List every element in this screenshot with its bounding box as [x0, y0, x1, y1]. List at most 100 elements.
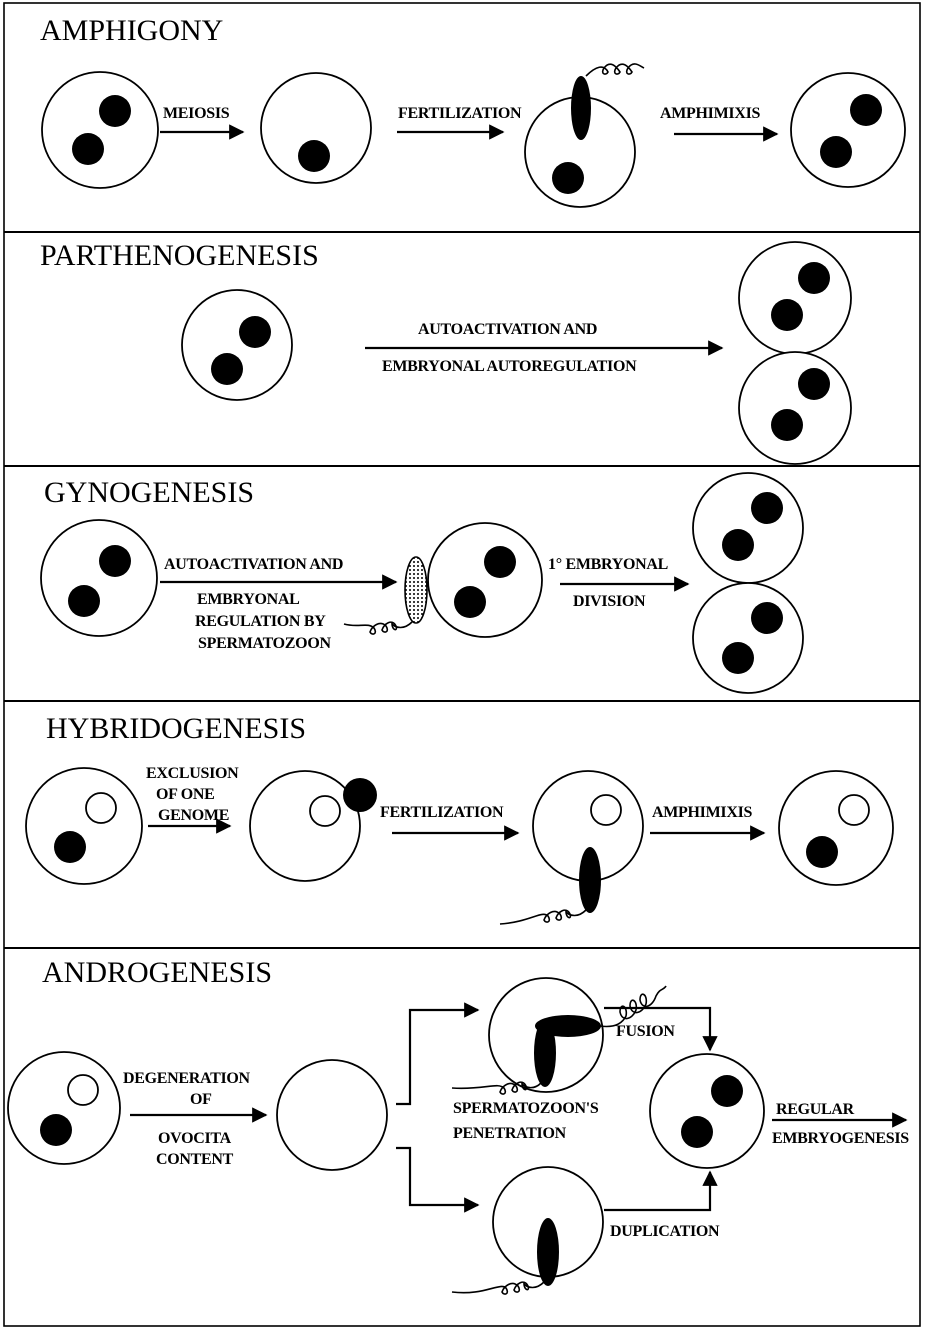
nucleus: [711, 1075, 743, 1107]
degeneration-label: DEGENERATION: [123, 1070, 251, 1087]
maternal-nucleus: [806, 836, 838, 868]
nucleus: [798, 368, 830, 400]
nucleus: [820, 136, 852, 168]
paternal-nucleus: [86, 793, 116, 823]
gynogenesis-title: GYNOGENESIS: [44, 476, 254, 509]
nucleus: [722, 529, 754, 561]
hybrid-egg-cell: [26, 768, 142, 884]
spermatozoon-tail: [452, 1282, 544, 1294]
amphigony-title: AMPHIGONY: [40, 14, 223, 47]
nucleus: [99, 95, 131, 127]
penetration-label-1: SPERMATOZOON'S: [453, 1100, 599, 1117]
nucleus: [454, 586, 486, 618]
exclusion-label: EXCLUSION: [146, 765, 239, 782]
embryo-cell-top: [739, 242, 851, 354]
amphigony-panel: AMPHIGONY MEIOSIS FERTILIZATION AMPHIMIX…: [40, 14, 905, 207]
fertilized-egg-cell: [500, 771, 643, 924]
activated-egg-cell: [428, 523, 542, 637]
spermatozoon-tail: [600, 986, 666, 1027]
nucleus: [850, 94, 882, 126]
paternal-nucleus: [68, 1075, 98, 1105]
nucleus: [99, 545, 131, 577]
autoactivation-label: AUTOACTIVATION AND: [164, 556, 343, 573]
duplication-arrow: [604, 1172, 710, 1210]
hybrid-egg-cell: [8, 1052, 120, 1164]
meiosis-label: MEIOSIS: [163, 105, 230, 122]
fertilization-label: FERTILIZATION: [380, 804, 504, 821]
regulation-label: REGULATION BY: [195, 613, 326, 630]
autoregulation-label: EMBRYONAL AUTOREGULATION: [382, 358, 637, 375]
nucleus: [211, 353, 243, 385]
nucleus: [484, 546, 516, 578]
nucleus: [798, 262, 830, 294]
of-one-label: OF ONE: [156, 786, 215, 803]
gynogenesis-panel: GYNOGENESIS AUTOACTIVATION AND EMBRYONAL…: [41, 473, 803, 693]
spermatozoon-head: [571, 76, 591, 140]
parthenogenesis-panel: PARTHENOGENESIS AUTOACTIVATION AND EMBRY…: [40, 239, 851, 464]
branch-arrow-upper: [396, 1010, 478, 1104]
spermatozoon-tail: [500, 910, 586, 924]
nucleus: [751, 602, 783, 634]
excluded-nucleus: [343, 778, 377, 812]
nucleus: [72, 133, 104, 165]
retained-nucleus: [310, 796, 340, 826]
parthenogenesis-title: PARTHENOGENESIS: [40, 239, 319, 272]
nucleus: [722, 642, 754, 674]
embryo-cell-bottom: [739, 352, 851, 464]
androgenetic-zygote-cell: [650, 1054, 764, 1168]
spermatozoon-head: [537, 1218, 559, 1286]
genome-label: GENOME: [158, 807, 229, 824]
empty-egg-cell: [277, 1060, 387, 1170]
egg-cell-after-exclusion: [250, 771, 377, 881]
fertilization-label: FERTILIZATION: [398, 105, 522, 122]
of-label: OF: [190, 1091, 212, 1108]
nucleus: [681, 1116, 713, 1148]
diploid-cell: [42, 72, 158, 188]
zygote-cell: [791, 73, 905, 187]
regular-label: REGULAR: [776, 1101, 855, 1118]
embryonal-label: EMBRYONAL: [197, 591, 300, 608]
embryo-cell-top: [693, 473, 803, 583]
fusion-label: FUSION: [616, 1023, 675, 1040]
content-label: CONTENT: [156, 1151, 234, 1168]
androgenesis-title: ANDROGENESIS: [42, 956, 272, 989]
maternal-nucleus: [40, 1114, 72, 1146]
paternal-nucleus: [839, 795, 869, 825]
nucleus: [771, 409, 803, 441]
hybridogenesis-title: HYBRIDOGENESIS: [46, 712, 306, 745]
inactivated-spermatozoon-head: [405, 557, 427, 623]
embryonal-division-label: 1° EMBRYONAL: [548, 556, 668, 573]
spermatozoon-tail: [344, 622, 412, 634]
nucleus: [552, 162, 584, 194]
autoactivation-label: AUTOACTIVATION AND: [418, 321, 597, 338]
embryo-cell-bottom: [693, 583, 803, 693]
androgenesis-panel: ANDROGENESIS DEGENERATION OF OVOCITA CON…: [8, 956, 909, 1294]
hybrid-zygote-cell: [779, 771, 893, 885]
spermatozoon-head: [534, 1019, 556, 1087]
diploid-egg-cell: [182, 290, 292, 400]
amphimixis-label: AMPHIMIXIS: [652, 804, 753, 821]
fertilized-egg-cell: [525, 64, 644, 207]
ovocita-label: OVOCITA: [158, 1130, 232, 1147]
spermatozoon-label: SPERMATOZOON: [198, 635, 331, 652]
maternal-nucleus: [591, 795, 621, 825]
monospermic-egg-cell: [452, 1167, 603, 1294]
nucleus: [771, 299, 803, 331]
duplication-label: DUPLICATION: [610, 1223, 720, 1240]
penetration-label-2: PENETRATION: [453, 1125, 567, 1142]
nucleus: [68, 585, 100, 617]
division-label: DIVISION: [573, 593, 646, 610]
haploid-egg-cell: [261, 73, 371, 183]
nucleus: [239, 316, 271, 348]
embryogenesis-label: EMBRYOGENESIS: [772, 1130, 909, 1147]
hybridogenesis-panel: HYBRIDOGENESIS EXCLUSION OF ONE GENOME F…: [26, 712, 893, 924]
diploid-egg-cell: [41, 520, 157, 636]
maternal-nucleus: [54, 831, 86, 863]
nucleus: [298, 140, 330, 172]
spermatozoon-head: [579, 847, 601, 913]
amphimixis-label: AMPHIMIXIS: [660, 105, 761, 122]
branch-arrow-lower: [396, 1148, 478, 1205]
nucleus: [751, 492, 783, 524]
spermatozoon-tail: [586, 64, 644, 76]
